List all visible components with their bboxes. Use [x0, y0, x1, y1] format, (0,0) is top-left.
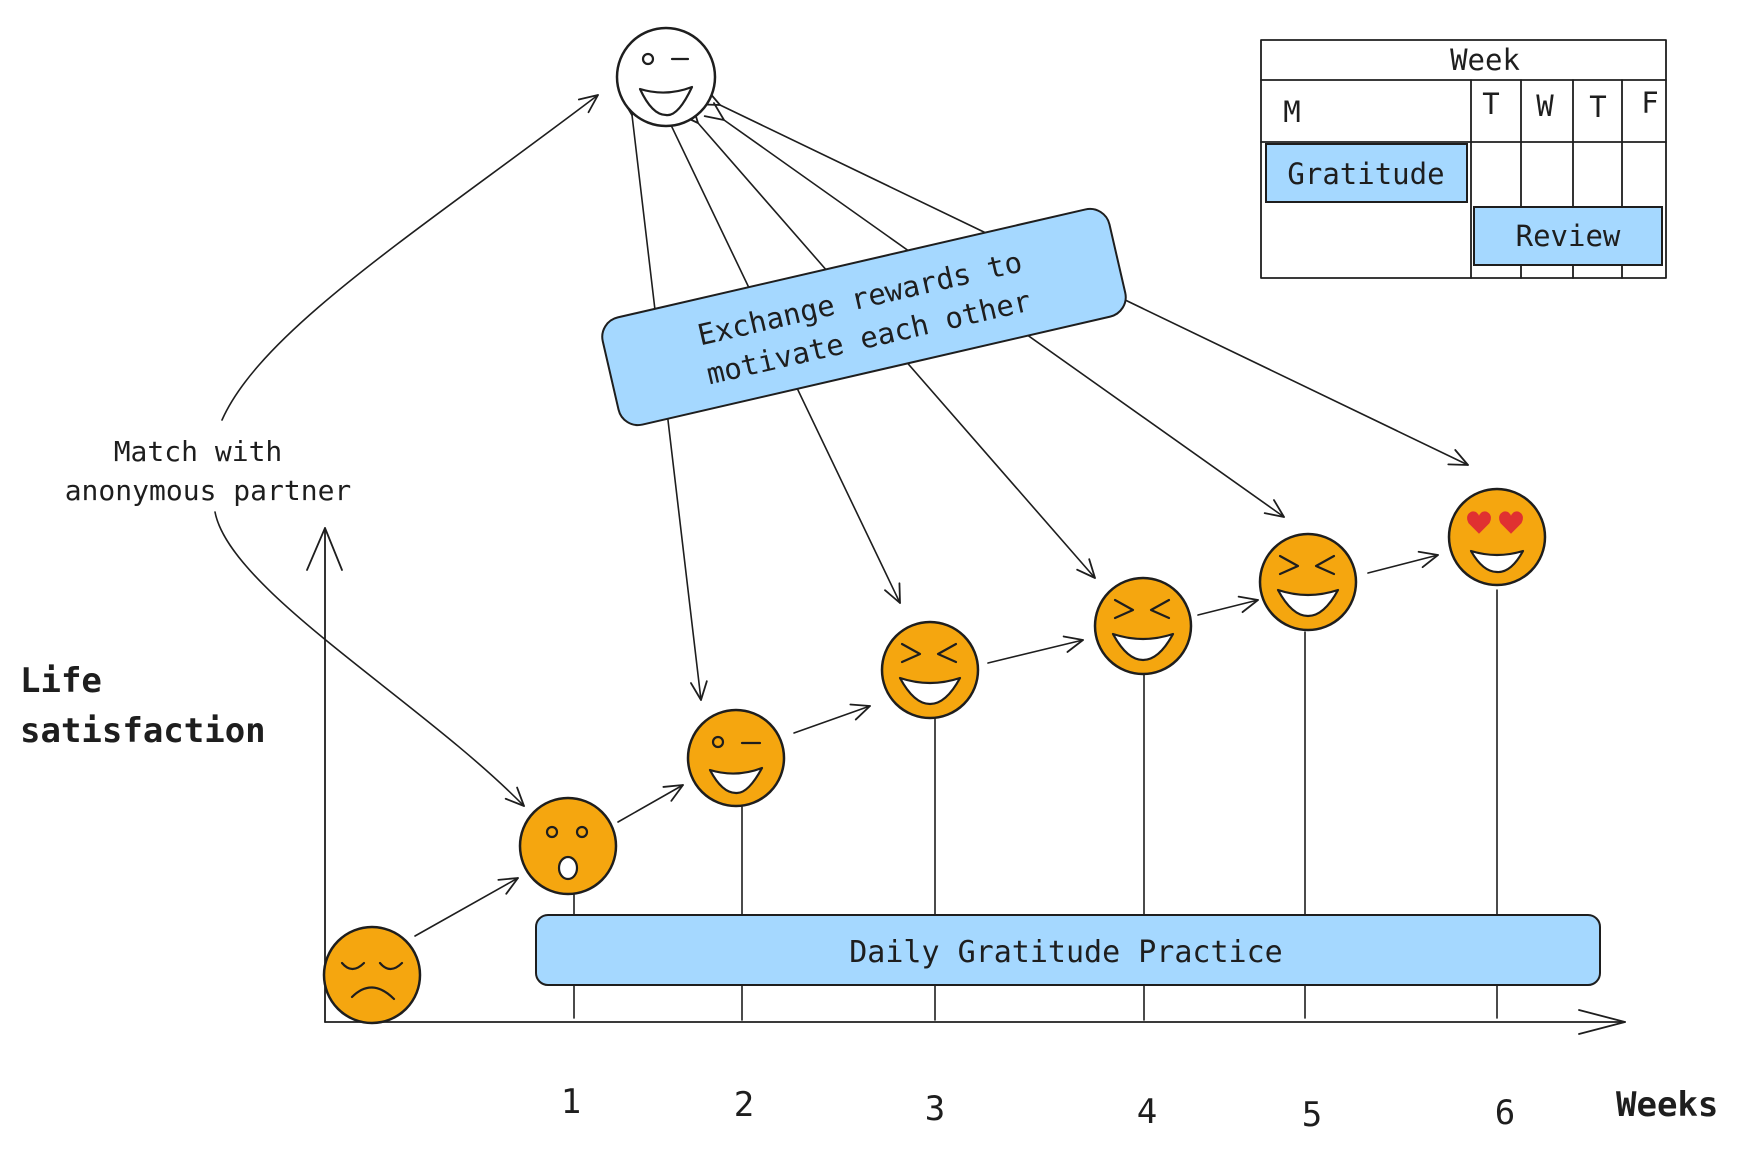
progress-arrow	[1197, 595, 1259, 616]
sad-face-icon	[322, 925, 422, 1025]
y-axis-label-line1: Life	[20, 661, 102, 701]
x-tick-label: 1	[561, 1082, 581, 1122]
heart-icon	[1467, 511, 1491, 534]
match-label-line2: anonymous partner	[65, 474, 352, 507]
review-block-label: Review	[1516, 219, 1621, 253]
schedule-day-tuesday: T	[1482, 87, 1499, 121]
match-arrow-up	[221, 94, 599, 421]
schedule-day-friday: F	[1641, 86, 1658, 120]
x-tick-label: 5	[1302, 1095, 1322, 1135]
weekly-schedule-table: Week M T W T F Gratitude Review	[1260, 39, 1667, 279]
heart-icon	[1499, 511, 1523, 534]
progress-arrow	[793, 703, 871, 734]
review-block	[1473, 206, 1663, 266]
heart-eyes-face-icon	[1447, 487, 1547, 587]
y-axis-label-line2: satisfaction	[20, 711, 266, 751]
y-axis-arrowhead	[306, 527, 343, 571]
progress-arrow	[617, 784, 684, 823]
gratitude-block-label: Gratitude	[1287, 157, 1444, 191]
partner-winking-face-icon	[615, 26, 717, 128]
winking-face-icon	[686, 708, 786, 808]
progress-arrow	[414, 877, 519, 937]
x-tick-label: 3	[925, 1089, 945, 1129]
schedule-day-monday: M	[1283, 95, 1300, 129]
grinning-squint-face-icon	[1258, 532, 1358, 632]
schedule-day-wednesday: W	[1536, 89, 1554, 123]
progress-arrow	[987, 635, 1084, 664]
surprised-face-icon	[518, 796, 618, 896]
x-tick-label: 6	[1495, 1093, 1515, 1133]
daily-practice-label: Daily Gratitude Practice	[849, 935, 1282, 970]
x-axis-label: Weeks	[1616, 1085, 1718, 1125]
gratitude-block	[1265, 143, 1468, 203]
grinning-squint-face-icon	[880, 620, 980, 720]
match-label-line1: Match with	[114, 435, 283, 468]
schedule-title: Week	[1450, 43, 1520, 77]
exchange-rewards-box: Exchange rewards to motivate each other	[601, 207, 1127, 427]
chart-axes	[306, 527, 1626, 1035]
match-arrow-down	[214, 511, 525, 807]
x-tick-label: 4	[1137, 1092, 1157, 1132]
schedule-day-thursday: T	[1589, 90, 1606, 124]
grinning-squint-face-icon	[1093, 576, 1193, 676]
daily-practice-bar: Daily Gratitude Practice	[535, 914, 1601, 986]
x-tick-label: 2	[734, 1085, 754, 1125]
progression-arrows	[414, 550, 1439, 937]
progress-arrow	[1367, 550, 1439, 574]
